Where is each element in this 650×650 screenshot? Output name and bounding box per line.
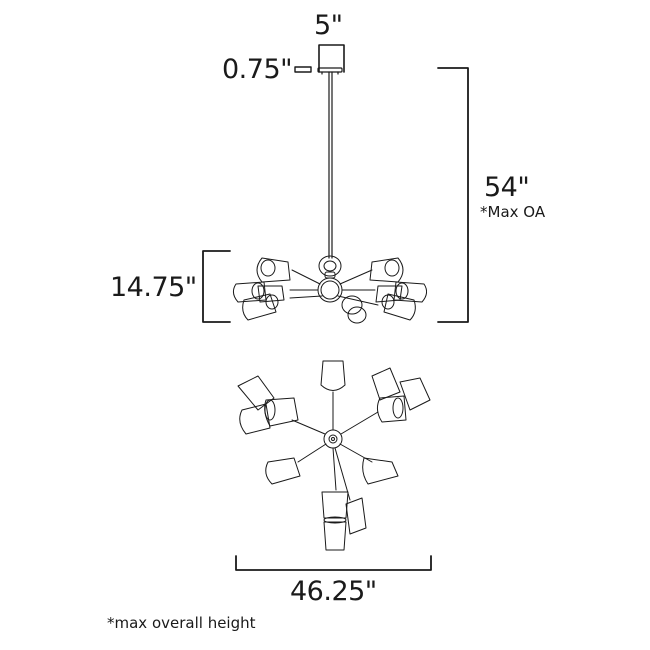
canopy-width-bracket: [318, 44, 345, 73]
footnote: *max overall height: [107, 614, 256, 632]
fixture-height-bracket: [202, 250, 231, 323]
top-view-fixture: [237, 360, 431, 551]
canopy-width-label: 5": [314, 10, 343, 41]
fixture-width-label: 46.25": [290, 576, 377, 607]
side-view-fixture: [232, 255, 428, 324]
fixture-width-bracket: [235, 555, 432, 571]
max-oa-note: *Max OA: [480, 203, 546, 221]
canopy-height-label: 0.75": [222, 54, 293, 85]
fixture-height-label: 14.75": [110, 272, 197, 303]
downrod: [328, 71, 333, 259]
overall-height-label: 54": [484, 172, 530, 203]
canopy: [317, 67, 343, 75]
overall-height-bracket: [437, 67, 469, 323]
canopy-height-marker: [294, 66, 312, 73]
